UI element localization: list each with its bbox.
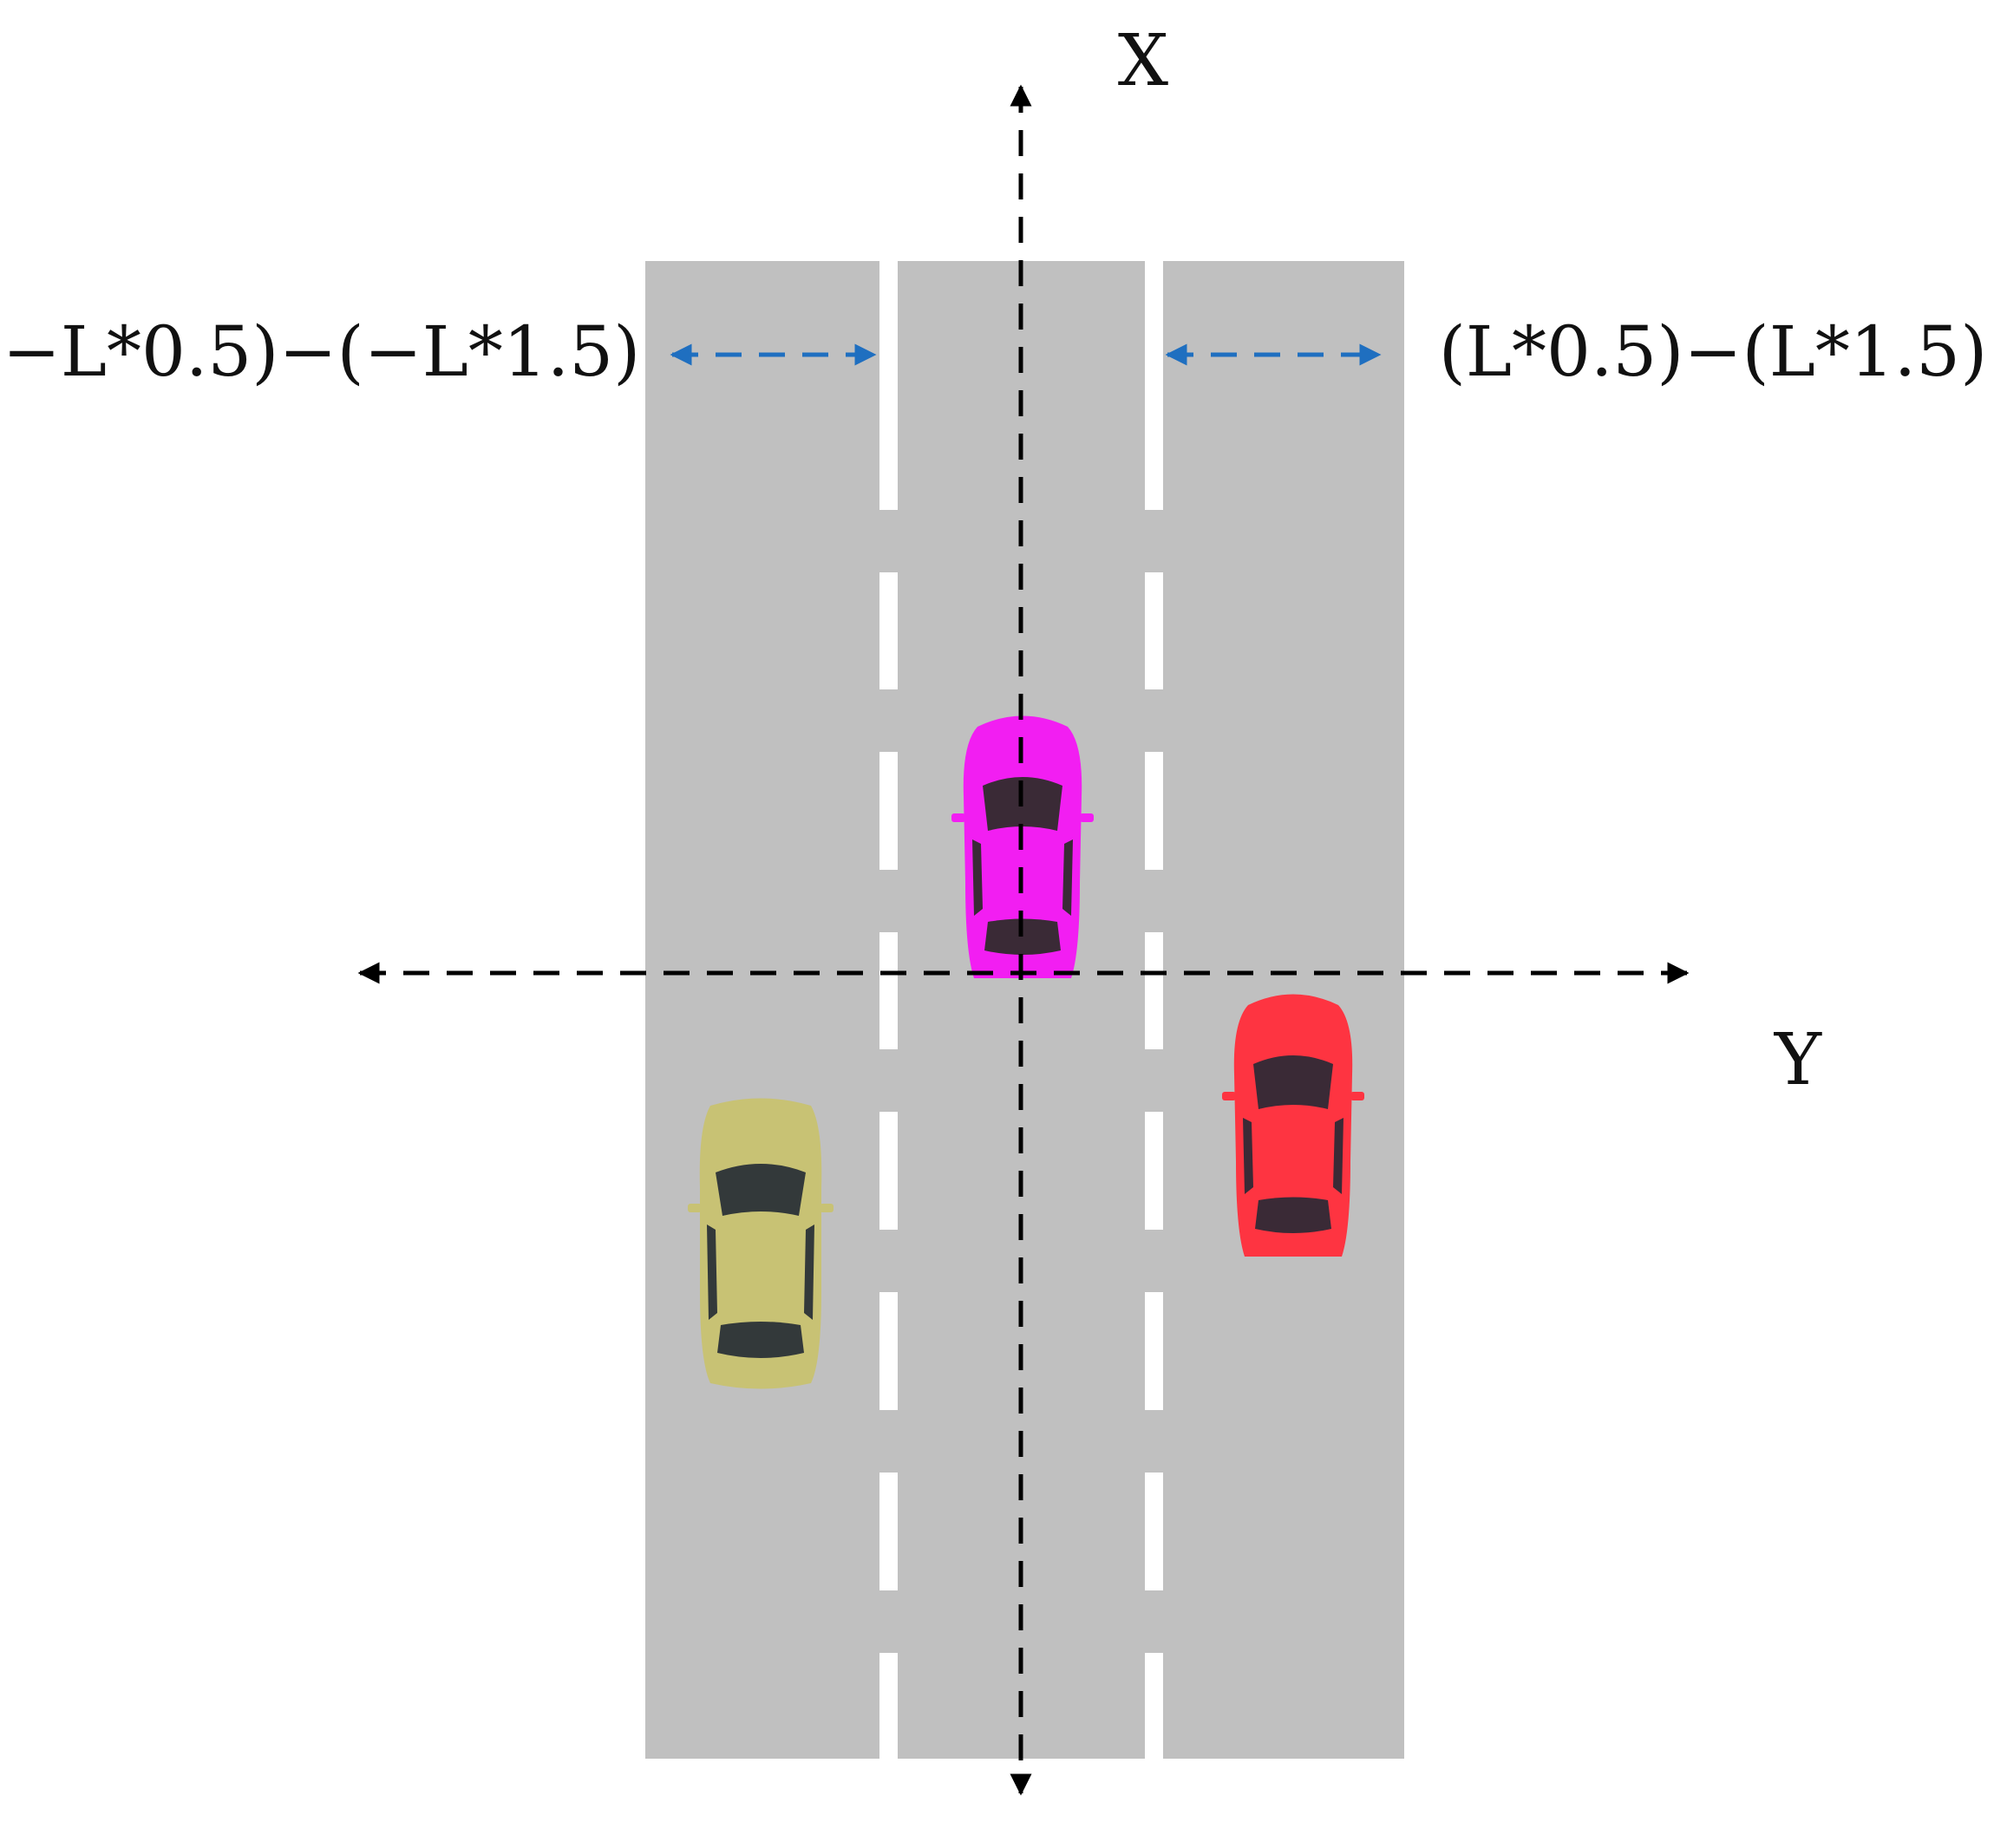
lane-left xyxy=(645,261,879,1759)
x-axis-label: X xyxy=(1118,20,1168,102)
right-lane-range-label: (L*0.5)−(L*1.5) xyxy=(1439,311,1988,392)
left-lane-car xyxy=(688,1098,834,1389)
right-lane-car xyxy=(1222,994,1364,1257)
lane-markings xyxy=(879,261,1163,1759)
left-lane-range-label: (−L*0.5)−(−L*1.5) xyxy=(0,311,640,392)
y-axis-label: Y xyxy=(1774,1019,1822,1101)
